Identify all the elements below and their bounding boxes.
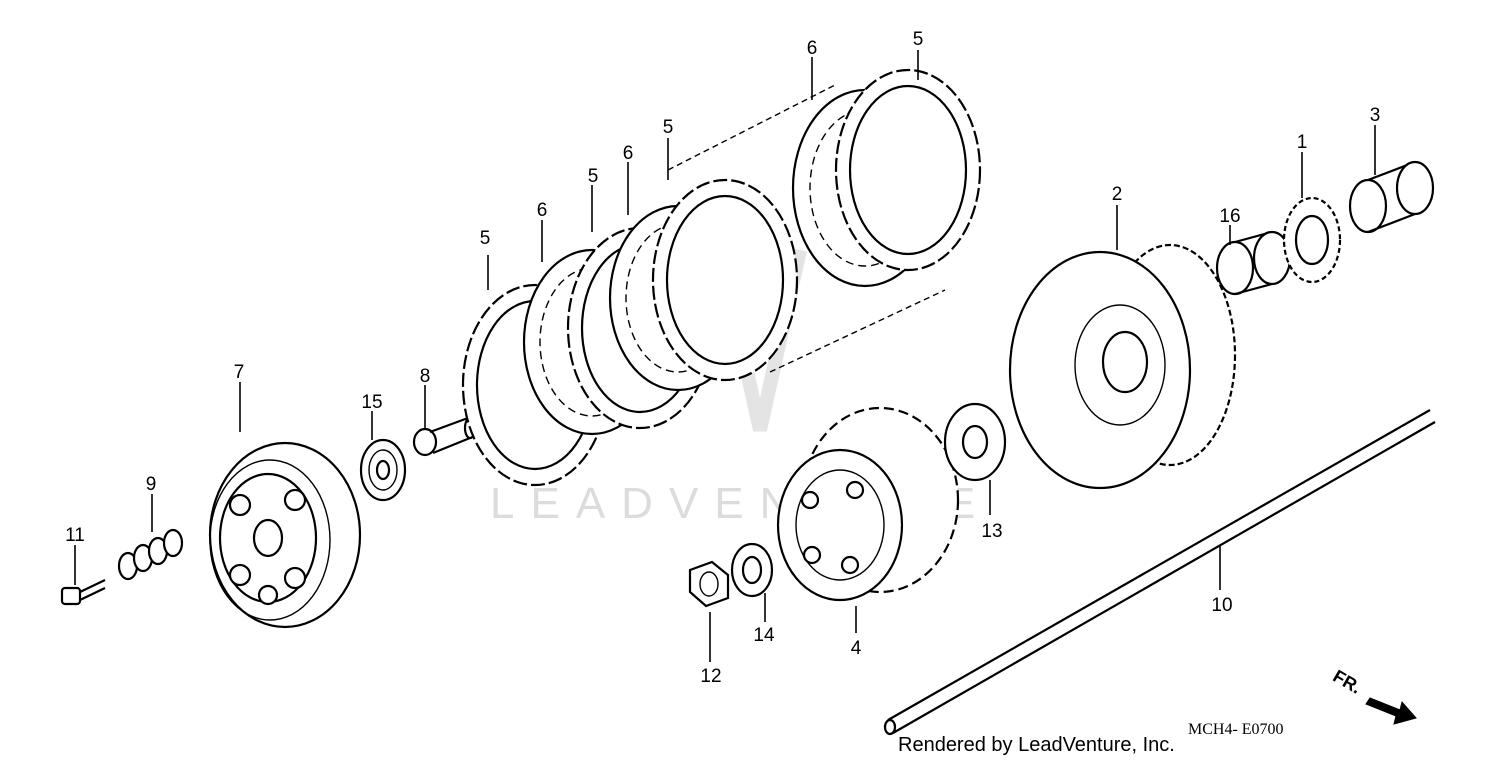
alignment-line-bottom: [769, 289, 946, 373]
lock-nut-12: [688, 560, 730, 608]
callout-4: 4: [851, 638, 862, 659]
callout-13: 13: [981, 521, 1002, 542]
friction-disc-5c: [651, 178, 799, 382]
callout-1: 1: [1297, 132, 1308, 153]
callout-5c: 5: [663, 117, 674, 138]
clutch-outer-2: [1008, 243, 1237, 490]
callout-5a: 5: [480, 228, 491, 249]
callout-6a: 6: [537, 200, 548, 221]
bearing-15: [359, 438, 407, 502]
callout-6b: 6: [623, 143, 634, 164]
callout-2: 2: [1112, 184, 1123, 205]
callout-8: 8: [420, 366, 431, 387]
callout-5b: 5: [588, 166, 599, 187]
bolt-11: [60, 579, 106, 606]
pressure-plate-7: [208, 441, 362, 629]
callout-7: 7: [234, 362, 245, 383]
alignment-line-top: [667, 84, 836, 171]
front-direction-arrow: FR.: [1330, 666, 1417, 725]
callout-10: 10: [1211, 595, 1232, 616]
svg-text:FR.: FR.: [1330, 666, 1365, 698]
needle-bearing-16: [1215, 230, 1292, 296]
thrust-washer-13: [943, 402, 1007, 482]
callout-labels: 1 2 3 4 5 5 5 5 5 6 6 6 7 8 9 10 11 12 1…: [65, 29, 1380, 687]
footer-credit: Rendered by LeadVenture, Inc.: [898, 734, 1175, 756]
collar-3: [1348, 160, 1435, 234]
callout-16: 16: [1219, 206, 1240, 227]
leader-lines: [74, 50, 1376, 662]
clutch-center-4: [776, 406, 960, 602]
callout-14: 14: [753, 625, 775, 646]
clutch-spring-9: [117, 528, 184, 581]
diagram-code: MCH4- E0700: [1188, 721, 1284, 738]
primary-drive-gear-1: [1282, 196, 1342, 284]
callout-15: 15: [361, 392, 382, 413]
callout-5d: 5: [913, 29, 924, 50]
lifter-rod-10: [883, 409, 1436, 736]
lifter-pin-8: [412, 416, 477, 457]
washer-14: [730, 542, 774, 598]
callout-9: 9: [146, 474, 157, 495]
callout-12: 12: [700, 666, 721, 687]
callout-11: 11: [65, 525, 85, 546]
callout-3: 3: [1370, 105, 1381, 126]
callout-6c: 6: [807, 38, 818, 59]
friction-disc-5d: [834, 68, 982, 272]
